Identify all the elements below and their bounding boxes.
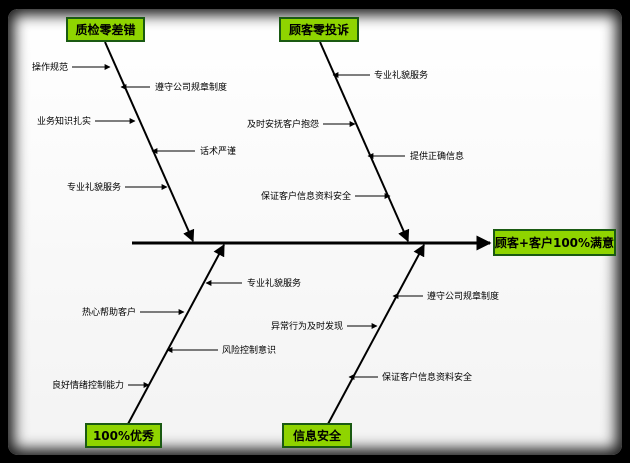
cause-label: 热心帮助客户 [82, 306, 136, 318]
cause-label: 提供正确信息 [410, 150, 464, 162]
bone-bottom-left [127, 243, 225, 425]
category-label: 顾客零投诉 [289, 22, 349, 37]
category-box-top-left: 质检零差错 [66, 17, 145, 42]
head-box: 顾客+客户100%满意 [493, 229, 616, 256]
cause-label: 业务知识扎实 [37, 115, 91, 127]
category-label: 100%优秀 [93, 428, 155, 443]
cause-label: 及时安抚客户抱怨 [247, 118, 319, 130]
cause-label: 话术严谨 [200, 145, 236, 157]
cause-label: 操作规范 [32, 61, 68, 73]
category-box-bottom-right: 信息安全 [282, 423, 352, 448]
cause-label: 异常行为及时发现 [271, 320, 343, 332]
cause-label: 保证客户信息资料安全 [261, 190, 351, 202]
cause-label: 专业礼貌服务 [67, 181, 121, 193]
category-label: 质检零差错 [75, 22, 135, 37]
cause-label: 专业礼貌服务 [247, 277, 301, 289]
cause-label: 保证客户信息资料安全 [382, 371, 472, 383]
bone-top-left [104, 41, 195, 243]
cause-label: 遵守公司规章制度 [427, 290, 499, 302]
cause-label: 专业礼貌服务 [374, 69, 428, 81]
category-box-top-right: 顾客零投诉 [279, 17, 359, 42]
head-label: 顾客+客户100%满意 [495, 235, 614, 250]
category-box-bottom-left: 100%优秀 [85, 423, 162, 448]
cause-label: 良好情绪控制能力 [52, 379, 124, 391]
cause-label: 遵守公司规章制度 [155, 81, 227, 93]
category-label: 信息安全 [293, 428, 342, 443]
bone-bottom-right [327, 243, 425, 425]
cause-label: 风险控制意识 [222, 344, 276, 356]
